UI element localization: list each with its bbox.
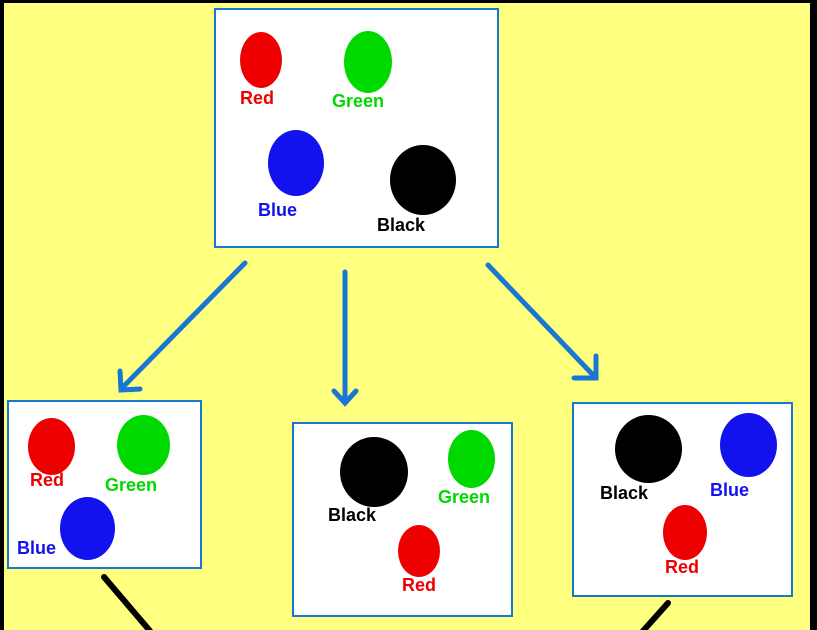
black-ball [615, 415, 682, 483]
green-ball-label: Green [105, 475, 158, 495]
tree-node-left: Red Green Blue [7, 400, 202, 569]
red-ball [28, 418, 75, 475]
blue-ball-label: Blue [17, 538, 57, 558]
black-ball-label: Black [600, 483, 649, 503]
blue-ball-label: Blue [258, 200, 298, 220]
tree-node-root: Red Green Blue Black [214, 8, 499, 248]
red-ball [398, 525, 440, 577]
green-ball-label: Green [438, 487, 491, 507]
blue-ball [720, 413, 777, 477]
arrow-to-left-child [117, 260, 248, 393]
blue-ball-label: Blue [710, 480, 750, 500]
branch-line-left [101, 574, 153, 630]
red-ball [663, 505, 707, 560]
red-ball [240, 32, 282, 88]
arrow-to-right-child [485, 262, 599, 381]
black-ball [340, 437, 408, 507]
green-ball [117, 415, 170, 475]
tree-node-middle: Black Green Red [292, 422, 513, 617]
blue-ball [268, 130, 324, 196]
branch-line-right [640, 600, 671, 630]
black-ball [390, 145, 456, 215]
red-ball-label: Red [402, 575, 437, 595]
black-ball-label: Black [377, 215, 426, 235]
arrow-to-middle-child [331, 269, 359, 407]
black-ball-label: Black [328, 505, 377, 525]
red-ball-label: Red [240, 88, 275, 108]
green-ball-label: Green [332, 91, 385, 111]
blue-ball [60, 497, 115, 560]
red-ball-label: Red [665, 557, 700, 577]
green-ball [344, 31, 392, 93]
red-ball-label: Red [30, 470, 65, 490]
green-ball [448, 430, 495, 488]
tree-node-right: Black Blue Red [572, 402, 793, 597]
